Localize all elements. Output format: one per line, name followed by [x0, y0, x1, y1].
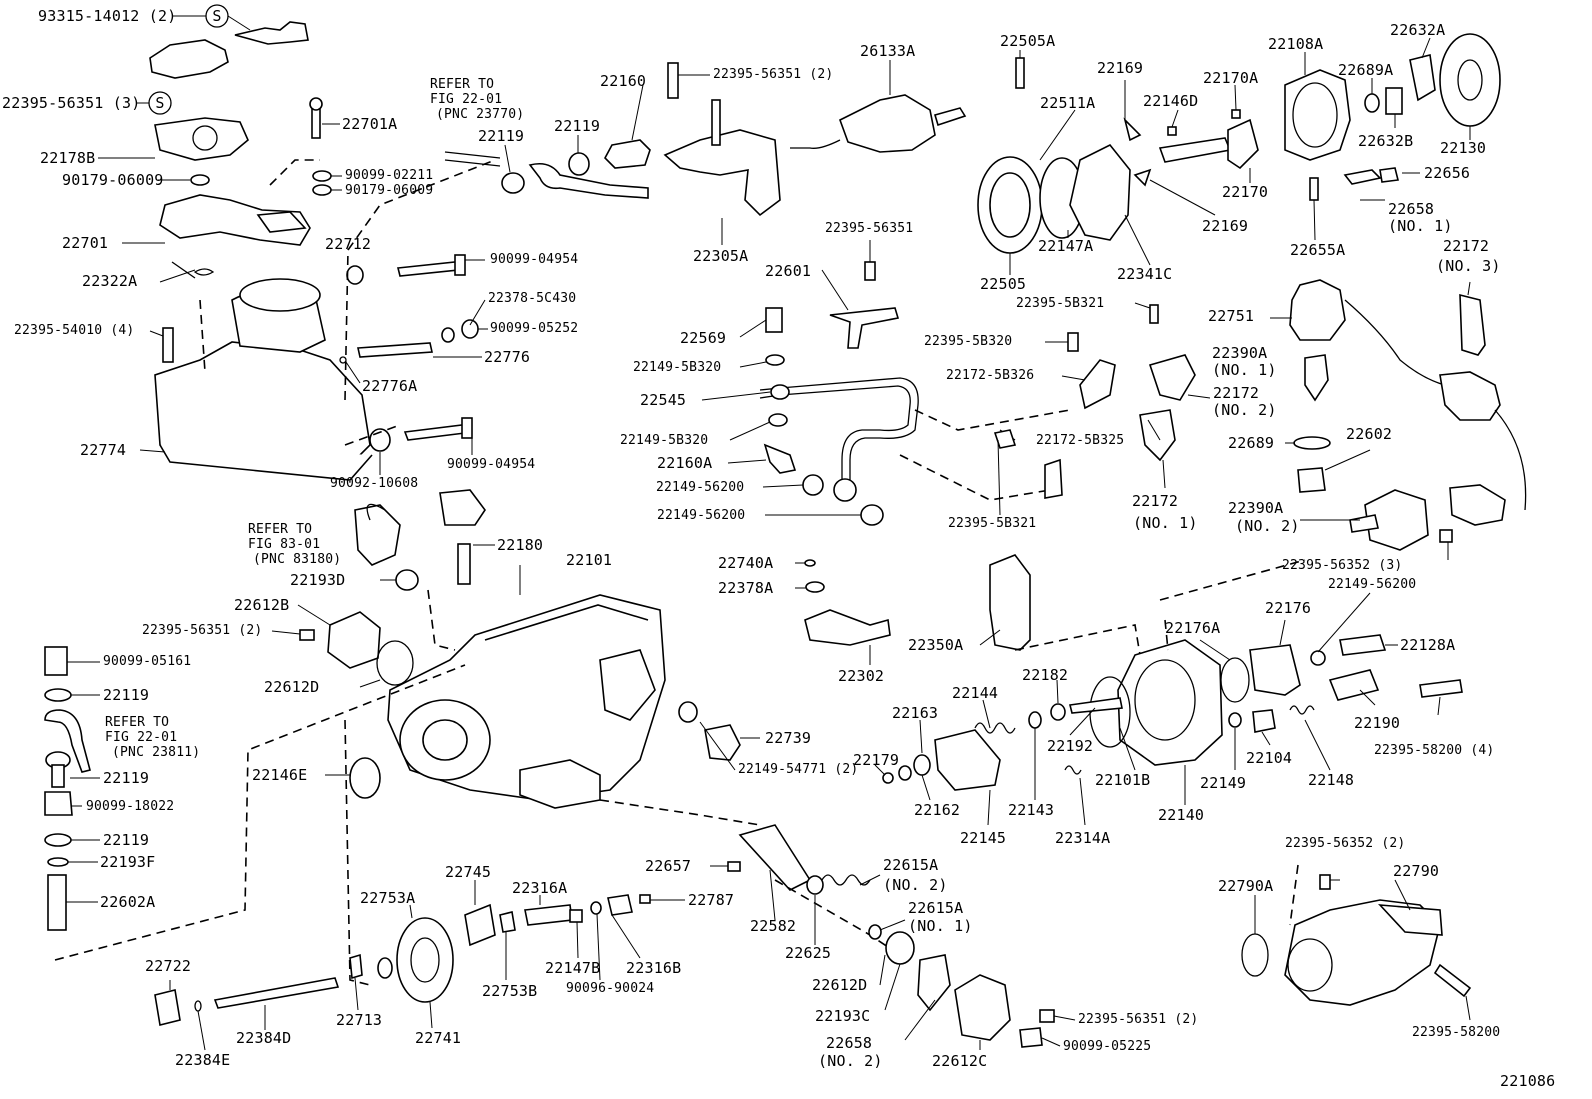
bracket-22350A: [989, 554, 1031, 651]
bracket-22172-no3: [1459, 293, 1486, 356]
s-symbol-icon: [148, 91, 172, 115]
plate-22178B: [154, 117, 249, 161]
cover-22612C: [954, 974, 1011, 1041]
housing-22108A: [1284, 69, 1351, 161]
gear-22341C: [1069, 143, 1131, 241]
solenoid-26133A: [790, 94, 967, 153]
governor-cover-22774: [154, 278, 373, 481]
bolt-part: [357, 254, 473, 441]
pulley-22130: [1439, 33, 1501, 127]
sensor-22751: [1289, 279, 1346, 341]
leader-lines: [66, 15, 1471, 1051]
lever-22701: [159, 194, 311, 246]
drive-shaft-22170: [1158, 118, 1259, 170]
throttle-sensor-part: [148, 4, 309, 115]
nut-90099-05161: [44, 646, 68, 676]
bracket-22305A: [663, 99, 781, 217]
cam-plate-22505: [977, 156, 1085, 254]
s-symbol-icon: [205, 4, 229, 28]
plug-22602A: [47, 874, 67, 931]
head-22140: [1117, 639, 1223, 766]
roller-ring-22741: [396, 917, 454, 1003]
cold-start-22790: [1284, 899, 1443, 1006]
nut-22722: [154, 989, 181, 1026]
valve-22302: [804, 609, 891, 646]
pump-housing-22101: [387, 594, 666, 809]
